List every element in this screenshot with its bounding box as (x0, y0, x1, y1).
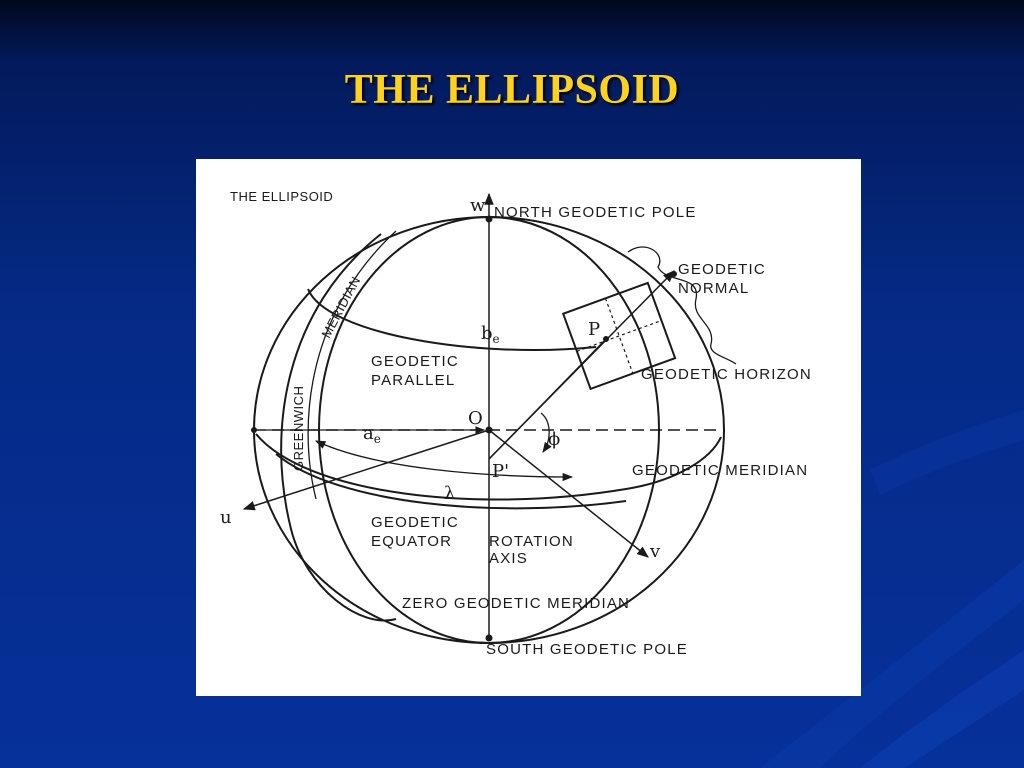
zero-meridian-label: ZERO GEODETIC MERIDIAN (402, 595, 630, 612)
south-pole-dot (485, 634, 493, 642)
point-p-prime-label: P' (492, 461, 509, 482)
geodetic-meridian-label: GEODETIC MERIDIAN (632, 462, 808, 479)
u-axis-label: u (220, 507, 232, 528)
lambda-label: λ (444, 483, 455, 504)
point-p-label: P (588, 319, 600, 340)
rotation-axis-label-2: AXIS (489, 550, 528, 567)
geodetic-equator-label-2: EQUATOR (371, 533, 452, 550)
slide-title: THE ELLIPSOID (344, 67, 680, 113)
geodetic-equator-curve (255, 433, 722, 501)
ellipsoid-figure: THE ELLIPSOID (196, 159, 861, 696)
rotation-axis-label-1: ROTATION (489, 533, 574, 550)
phi-label: ϕ (548, 429, 560, 450)
origin-label: O (468, 408, 483, 429)
geodetic-equator-curve-inner (275, 453, 627, 510)
lambda-arc (315, 440, 574, 482)
phi-arc (540, 412, 552, 453)
b-e-label: be (481, 323, 500, 346)
ellipsoid-diagram: THE ELLIPSOID (220, 189, 812, 658)
point-p-dot (603, 336, 609, 342)
geodetic-parallel-curve (307, 288, 597, 351)
geodetic-normal-label-1: GEODETIC (678, 261, 766, 278)
a-e-label: ae (363, 423, 381, 446)
south-pole-label: SOUTH GEODETIC POLE (486, 641, 688, 658)
meridian-label: MERIDIAN (318, 274, 363, 341)
geodetic-parallel-label-1: GEODETIC (371, 353, 459, 370)
greenwich-label: GREENWICH (291, 386, 306, 471)
geodetic-parallel-label-2: PARALLEL (371, 372, 455, 389)
v-axis-label: v (649, 541, 661, 562)
p-projection-line (488, 338, 607, 460)
inset-title: THE ELLIPSOID (230, 189, 333, 204)
north-pole-label: NORTH GEODETIC POLE (494, 204, 697, 221)
geodetic-equator-label-1: GEODETIC (371, 514, 459, 531)
geodetic-normal-label-2: NORMAL (678, 280, 749, 297)
north-pole-dot (485, 215, 493, 223)
w-axis-label: w (470, 195, 486, 216)
geodetic-horizon-label: GEODETIC HORIZON (641, 366, 812, 383)
normal-tip-dot (671, 271, 677, 277)
origin-dot (485, 426, 493, 434)
horizon-leader-line (627, 246, 737, 365)
greenwich-meridian-curve (280, 233, 397, 622)
meridian-inner-curve (307, 230, 397, 500)
equator-left-dot (251, 427, 257, 433)
